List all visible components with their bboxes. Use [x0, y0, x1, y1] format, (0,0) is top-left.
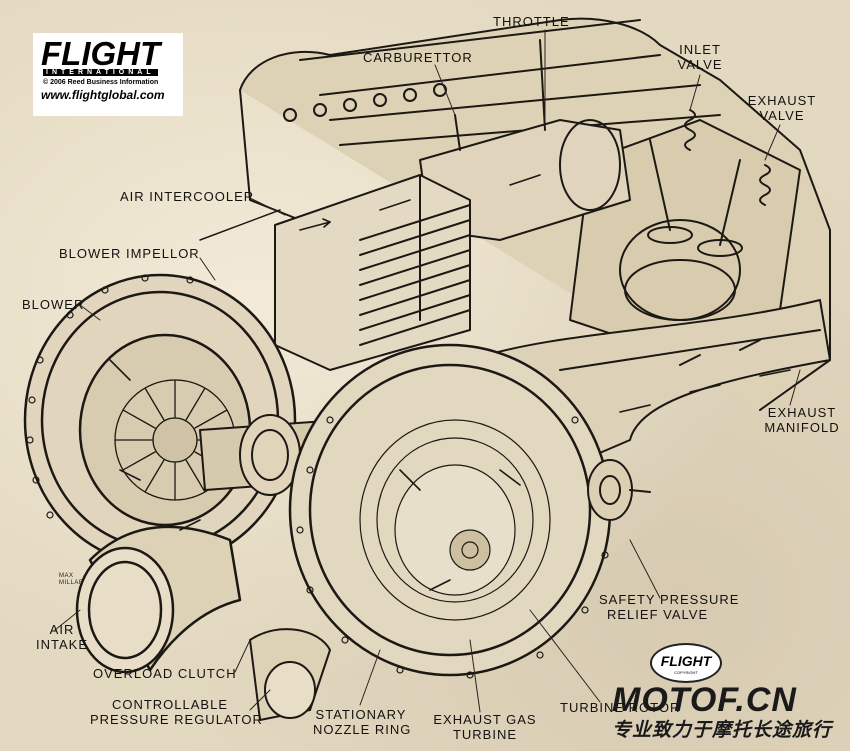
- artist-signature: MAX MILLAR: [59, 573, 84, 587]
- label-exhaust-manifold-line1: EXHAUST: [767, 405, 837, 420]
- label-exhaust-valve: EXHAUST VALVE: [742, 93, 822, 123]
- label-exhaust-manifold: EXHAUST MANIFOLD: [762, 405, 842, 435]
- label-inlet-valve: INLET VALVE: [668, 42, 732, 72]
- artist-signature-line1: MAX: [59, 573, 74, 579]
- label-air-intake: AIR INTAKE: [32, 622, 92, 652]
- outlet-pipe: [249, 628, 331, 721]
- artist-signature-line2: MILLAR: [59, 580, 84, 586]
- air-intake-pipe: [75, 525, 242, 674]
- label-exhaust-manifold-line2: MANIFOLD: [764, 420, 840, 435]
- label-exhaust-valve-line1: EXHAUST: [747, 93, 817, 108]
- badge-copy: COPYRIGHT: [674, 670, 698, 675]
- label-air-intercooler: AIR INTERCOOLER: [120, 189, 255, 204]
- label-nozzle-ring: STATIONARY NOZZLE RING: [313, 707, 412, 737]
- label-inlet-valve-line2: VALVE: [677, 57, 723, 72]
- label-inlet-valve-line1: INLET: [679, 42, 721, 57]
- watermark-subtitle: 专业致力于摩托长途旅行: [612, 720, 833, 741]
- label-exhaust-valve-line2: VALVE: [759, 108, 805, 123]
- label-carburettor: CARBURETTOR: [363, 50, 473, 65]
- label-overload-clutch: OVERLOAD CLUTCH: [93, 666, 237, 681]
- label-turbine-rotor: TURBINE ROTOR: [560, 700, 681, 715]
- label-exhaust-gas-turbine-line2: TURBINE: [452, 727, 518, 742]
- flight-logo-word: FLIGHT: [41, 35, 161, 72]
- label-safety-valve-line1: SAFETY PRESSURE: [599, 592, 740, 607]
- blower-impellor: [114, 379, 236, 501]
- label-safety-valve: SAFETY PRESSURE RELIEF VALVE: [599, 592, 739, 622]
- label-nozzle-ring-line2: NOZZLE RING: [313, 722, 412, 737]
- label-exhaust-gas-turbine-line1: EXHAUST GAS: [433, 712, 537, 727]
- flight-logo: FLIGHT INTERNATIONAL © 2006 Reed Busines…: [33, 33, 183, 116]
- label-pressure-regulator-line1: CONTROLLABLE: [111, 697, 229, 712]
- label-pressure-regulator: CONTROLLABLE PRESSURE REGULATOR: [90, 697, 263, 727]
- label-exhaust-gas-turbine: EXHAUST GAS TURBINE: [430, 712, 540, 742]
- watermark-title: MOTOF.CN: [612, 681, 797, 719]
- flight-copyright-badge: FLIGHT COPYRIGHT: [650, 643, 722, 683]
- label-blower-impellor: BLOWER IMPELLOR: [59, 246, 200, 261]
- label-pressure-regulator-line2: PRESSURE REGULATOR: [90, 712, 263, 727]
- turbine-rotor: [394, 464, 516, 596]
- label-air-intake-line2: INTAKE: [36, 637, 88, 652]
- label-throttle: THROTTLE: [493, 14, 570, 29]
- flight-logo-url: www.flightglobal.com: [41, 88, 165, 102]
- label-safety-valve-line2: RELIEF VALVE: [607, 607, 709, 622]
- label-nozzle-ring-line1: STATIONARY: [315, 707, 407, 722]
- flight-logo-copyright: © 2006 Reed Business Information: [43, 79, 159, 86]
- flow-arrows: [109, 174, 791, 591]
- label-blower: BLOWER: [22, 297, 85, 312]
- leader-lines: [54, 29, 801, 713]
- turbine-housing: [288, 343, 612, 679]
- label-air-intake-line1: AIR: [49, 622, 75, 637]
- badge-word: FLIGHT: [660, 653, 712, 669]
- flight-logo-sub: INTERNATIONAL: [43, 69, 158, 76]
- safety-relief-valve: [587, 459, 651, 521]
- nozzle-ring: [359, 419, 551, 621]
